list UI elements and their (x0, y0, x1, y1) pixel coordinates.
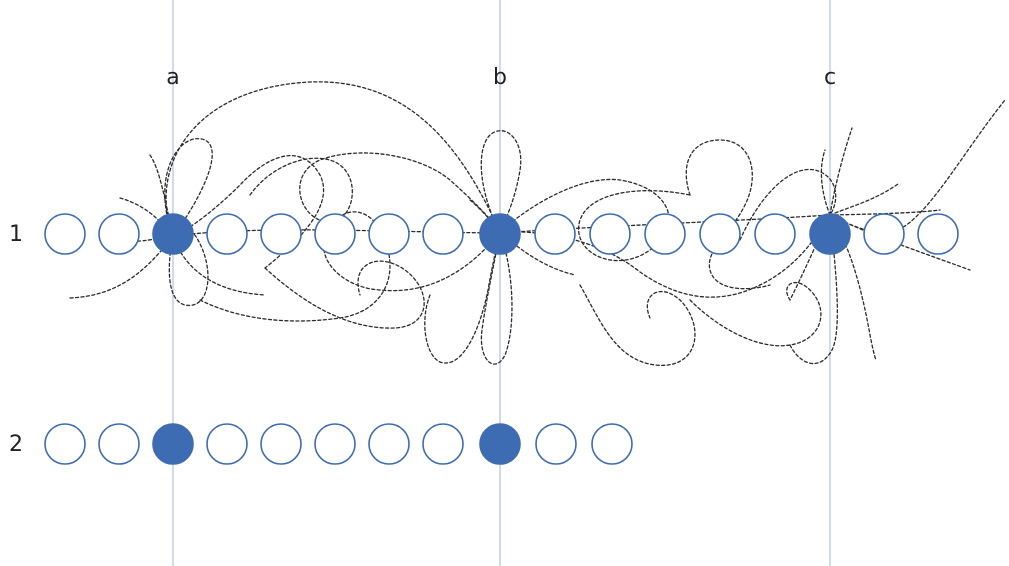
strand-loop-b1 (480, 130, 522, 233)
strand-c-up-2 (820, 149, 831, 216)
empty-bead-r1-13 (699, 213, 741, 255)
empty-bead-r2-2 (98, 423, 140, 465)
strand-mid-5 (579, 284, 696, 366)
empty-bead-r1-4 (206, 213, 248, 255)
bead-row-2 (44, 423, 633, 465)
strand-loop-b2 (480, 231, 513, 365)
empty-bead-r2-8 (422, 423, 464, 465)
filled-bead-r1-9 (479, 213, 521, 255)
strand-mid-3 (264, 260, 425, 329)
empty-bead-r1-16 (863, 213, 905, 255)
strand-c-right-mid (829, 183, 899, 216)
filled-bead-r2-9 (479, 423, 521, 465)
strand-loop-b3 (499, 178, 691, 262)
empty-bead-r2-7 (368, 423, 410, 465)
filled-bead-r1-15 (809, 213, 851, 255)
empty-bead-r2-4 (206, 423, 248, 465)
empty-bead-r1-1 (44, 213, 86, 255)
row-label-1: 1 (9, 222, 23, 247)
empty-bead-r1-17 (917, 213, 959, 255)
empty-bead-r2-6 (314, 423, 356, 465)
column-label-c: c (824, 65, 836, 90)
empty-bead-r1-11 (589, 213, 631, 255)
filled-bead-r2-3 (152, 423, 194, 465)
empty-bead-r1-6 (314, 213, 356, 255)
empty-bead-r1-14 (754, 213, 796, 255)
strand-c-up (829, 127, 853, 216)
empty-bead-r1-7 (368, 213, 410, 255)
column-label-b: b (493, 65, 507, 90)
empty-bead-r1-12 (644, 213, 686, 255)
guide-lines (172, 0, 831, 566)
strand-loop-a3 (149, 154, 325, 269)
empty-bead-r1-10 (534, 213, 576, 255)
filled-bead-r1-3 (152, 213, 194, 255)
empty-bead-r1-5 (260, 213, 302, 255)
empty-bead-r1-8 (422, 213, 464, 255)
empty-bead-r2-5 (260, 423, 302, 465)
strand-mid-8 (689, 281, 822, 347)
strand-top-arc (165, 81, 501, 237)
strand-mid-4 (424, 231, 501, 364)
empty-bead-r2-11 (591, 423, 633, 465)
strand-mid-9 (789, 214, 838, 365)
strand-mid-6 (685, 139, 771, 290)
strand-left-tail (69, 234, 266, 299)
row-label-2: 2 (9, 432, 23, 457)
strand-c-right-long (829, 99, 1006, 233)
bead-row-1 (44, 213, 959, 255)
empty-bead-r1-2 (98, 213, 140, 255)
empty-bead-r2-1 (44, 423, 86, 465)
column-label-a: a (166, 65, 179, 90)
strand-mid-1 (199, 211, 501, 322)
empty-bead-r2-10 (535, 423, 577, 465)
strand-loop-a1 (119, 138, 213, 238)
strand-mid-2 (249, 152, 501, 233)
